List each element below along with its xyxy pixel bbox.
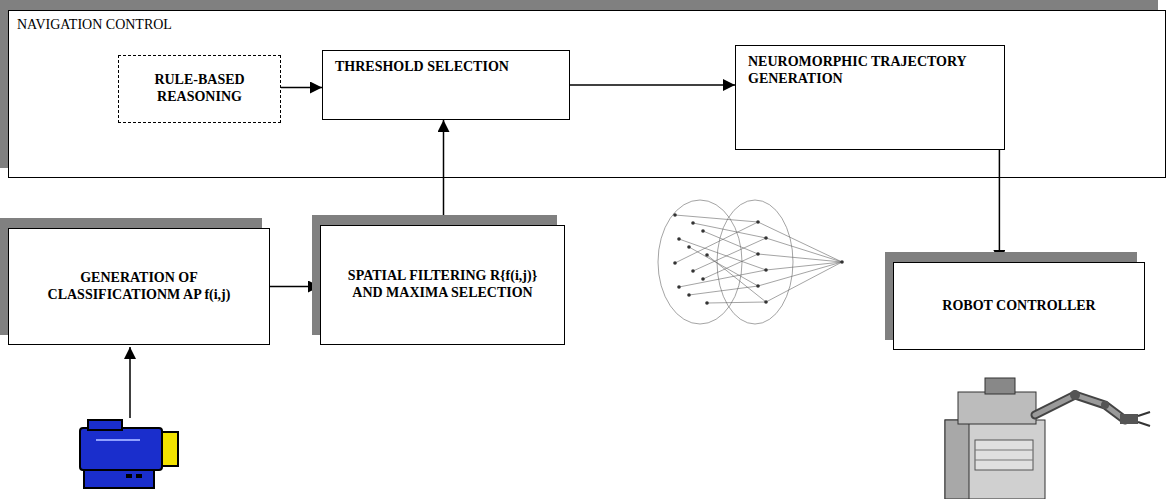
neuron-dot — [705, 253, 709, 257]
neuron-dot — [764, 300, 768, 304]
neuron-dot — [677, 237, 681, 241]
neuron-dot — [756, 284, 760, 288]
synapse-line — [703, 254, 758, 279]
video-camera — [80, 420, 178, 488]
flow-arrow — [281, 87, 322, 89]
process-box: SPATIAL FILTERING R{f(i,j)} AND MAXIMA S… — [320, 225, 565, 345]
flow-arrow — [270, 286, 320, 288]
box-label: ROBOT CONTROLLER — [942, 298, 1095, 315]
process-box: ROBOT CONTROLLER — [893, 262, 1145, 350]
neuron-dots — [673, 213, 844, 305]
synapse-line — [693, 238, 766, 271]
synapse-line — [689, 247, 758, 286]
process-box: NEUROMORPHIC TRAJECTORY GENERATION — [735, 45, 1005, 150]
neuron-dot — [673, 261, 677, 265]
box-label: RULE-BASED REASONING — [129, 72, 270, 106]
synapse-line — [679, 270, 766, 287]
panel-heading: NAVIGATION CONTROL — [17, 17, 172, 34]
neuron-dot — [705, 301, 709, 305]
process-box: GENERATION OF CLASSIFICATIONM AP f(i,j) — [8, 228, 270, 345]
synapse-line — [689, 286, 758, 295]
neuron-dot — [687, 245, 691, 249]
neuron-dot — [701, 277, 705, 281]
synapse-line — [758, 262, 842, 286]
neuron-dot — [687, 293, 691, 297]
control-panel: NAVIGATION CONTROL RULE-BASED REASONING TH… — [8, 10, 1166, 178]
neuron-dot — [764, 268, 768, 272]
flow-arrow — [570, 84, 735, 86]
neuron-dot — [756, 220, 760, 224]
camera-arrow — [129, 347, 131, 418]
neuron-dot — [673, 213, 677, 217]
synapse-line — [675, 215, 758, 222]
neuron-dot — [764, 236, 768, 240]
synapse-line — [675, 222, 758, 263]
robot-illustration — [945, 378, 1150, 499]
synapse-line — [766, 262, 842, 270]
synapse-line — [758, 254, 842, 262]
box-label: THRESHOLD SELECTION — [335, 59, 509, 76]
neuron-dot — [691, 269, 695, 273]
process-box: THRESHOLD SELECTION — [322, 50, 570, 120]
synapse-line — [707, 255, 766, 302]
flow-arrow — [999, 150, 1001, 262]
neuron-dot — [677, 285, 681, 289]
synapse-line — [758, 222, 842, 262]
neuron-dot — [701, 229, 705, 233]
neuron-dot — [756, 252, 760, 256]
reasoning-box: RULE-BASED REASONING — [118, 55, 281, 123]
synapse-line — [707, 302, 766, 303]
box-label: NEUROMORPHIC TRAJECTORY GENERATION — [748, 54, 992, 88]
synapse-line — [766, 262, 842, 302]
neural-network-sketch — [658, 200, 842, 324]
neuron-dot — [691, 221, 695, 225]
box-label: GENERATION OF CLASSIFICATIONM AP f(i,j) — [23, 270, 255, 304]
neuron-dot — [840, 260, 844, 264]
flow-arrow — [443, 120, 445, 225]
box-label: SPATIAL FILTERING R{f(i,j)} AND MAXIMA S… — [335, 268, 550, 302]
